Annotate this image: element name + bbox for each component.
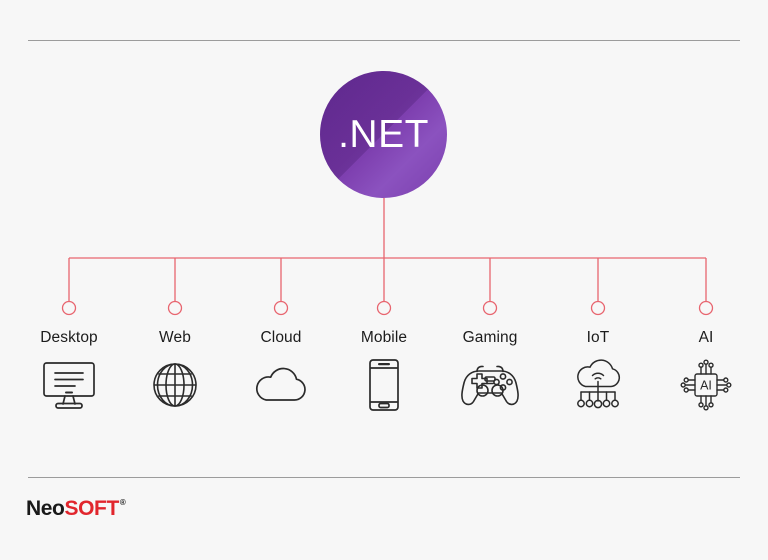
branch-label-cloud: Cloud — [260, 329, 302, 346]
ai-chip-icon: AI — [646, 358, 766, 412]
branch-label-iot: IoT — [586, 329, 610, 346]
branch-desktop[interactable]: Desktop — [9, 328, 129, 412]
node-circle-cloud — [273, 300, 289, 316]
node-circle-desktop — [61, 300, 77, 316]
branch-iot[interactable]: IoT — [538, 328, 658, 412]
branch-label-gaming: Gaming — [462, 329, 518, 346]
hub-shade-overlay — [320, 71, 447, 198]
dotnet-hub-circle: .NET — [320, 71, 447, 198]
cloud-network-icon — [538, 358, 658, 412]
node-circle-iot — [590, 300, 606, 316]
logo-registered-mark: ® — [119, 498, 126, 507]
divider-top — [28, 40, 740, 41]
globe-icon — [115, 358, 235, 412]
node-circle-gaming — [482, 300, 498, 316]
smartphone-icon — [324, 358, 444, 412]
logo-text-soft: SOFT — [64, 497, 119, 520]
branch-cloud[interactable]: Cloud — [221, 328, 341, 412]
ai-chip-text: AI — [700, 379, 712, 393]
neosoft-logo[interactable]: Neo SOFT ® — [26, 497, 126, 521]
branch-label-ai: AI — [698, 329, 714, 346]
branch-label-mobile: Mobile — [360, 329, 408, 346]
branch-gaming[interactable]: Gaming — [430, 328, 550, 412]
branch-ai[interactable]: AI — [646, 328, 766, 412]
branch-mobile[interactable]: Mobile — [324, 328, 444, 412]
node-circle-ai — [698, 300, 714, 316]
divider-bottom — [28, 477, 740, 478]
logo-text-neo: Neo — [26, 497, 65, 520]
node-circle-web — [167, 300, 183, 316]
branch-label-desktop: Desktop — [40, 329, 98, 346]
cloud-icon — [221, 358, 341, 412]
branch-web[interactable]: Web — [115, 328, 235, 412]
monitor-icon — [9, 358, 129, 412]
node-circle-mobile — [376, 300, 392, 316]
branch-label-web: Web — [159, 329, 191, 346]
gamepad-icon — [430, 358, 550, 412]
dotnet-hub-label: .NET — [338, 112, 429, 156]
